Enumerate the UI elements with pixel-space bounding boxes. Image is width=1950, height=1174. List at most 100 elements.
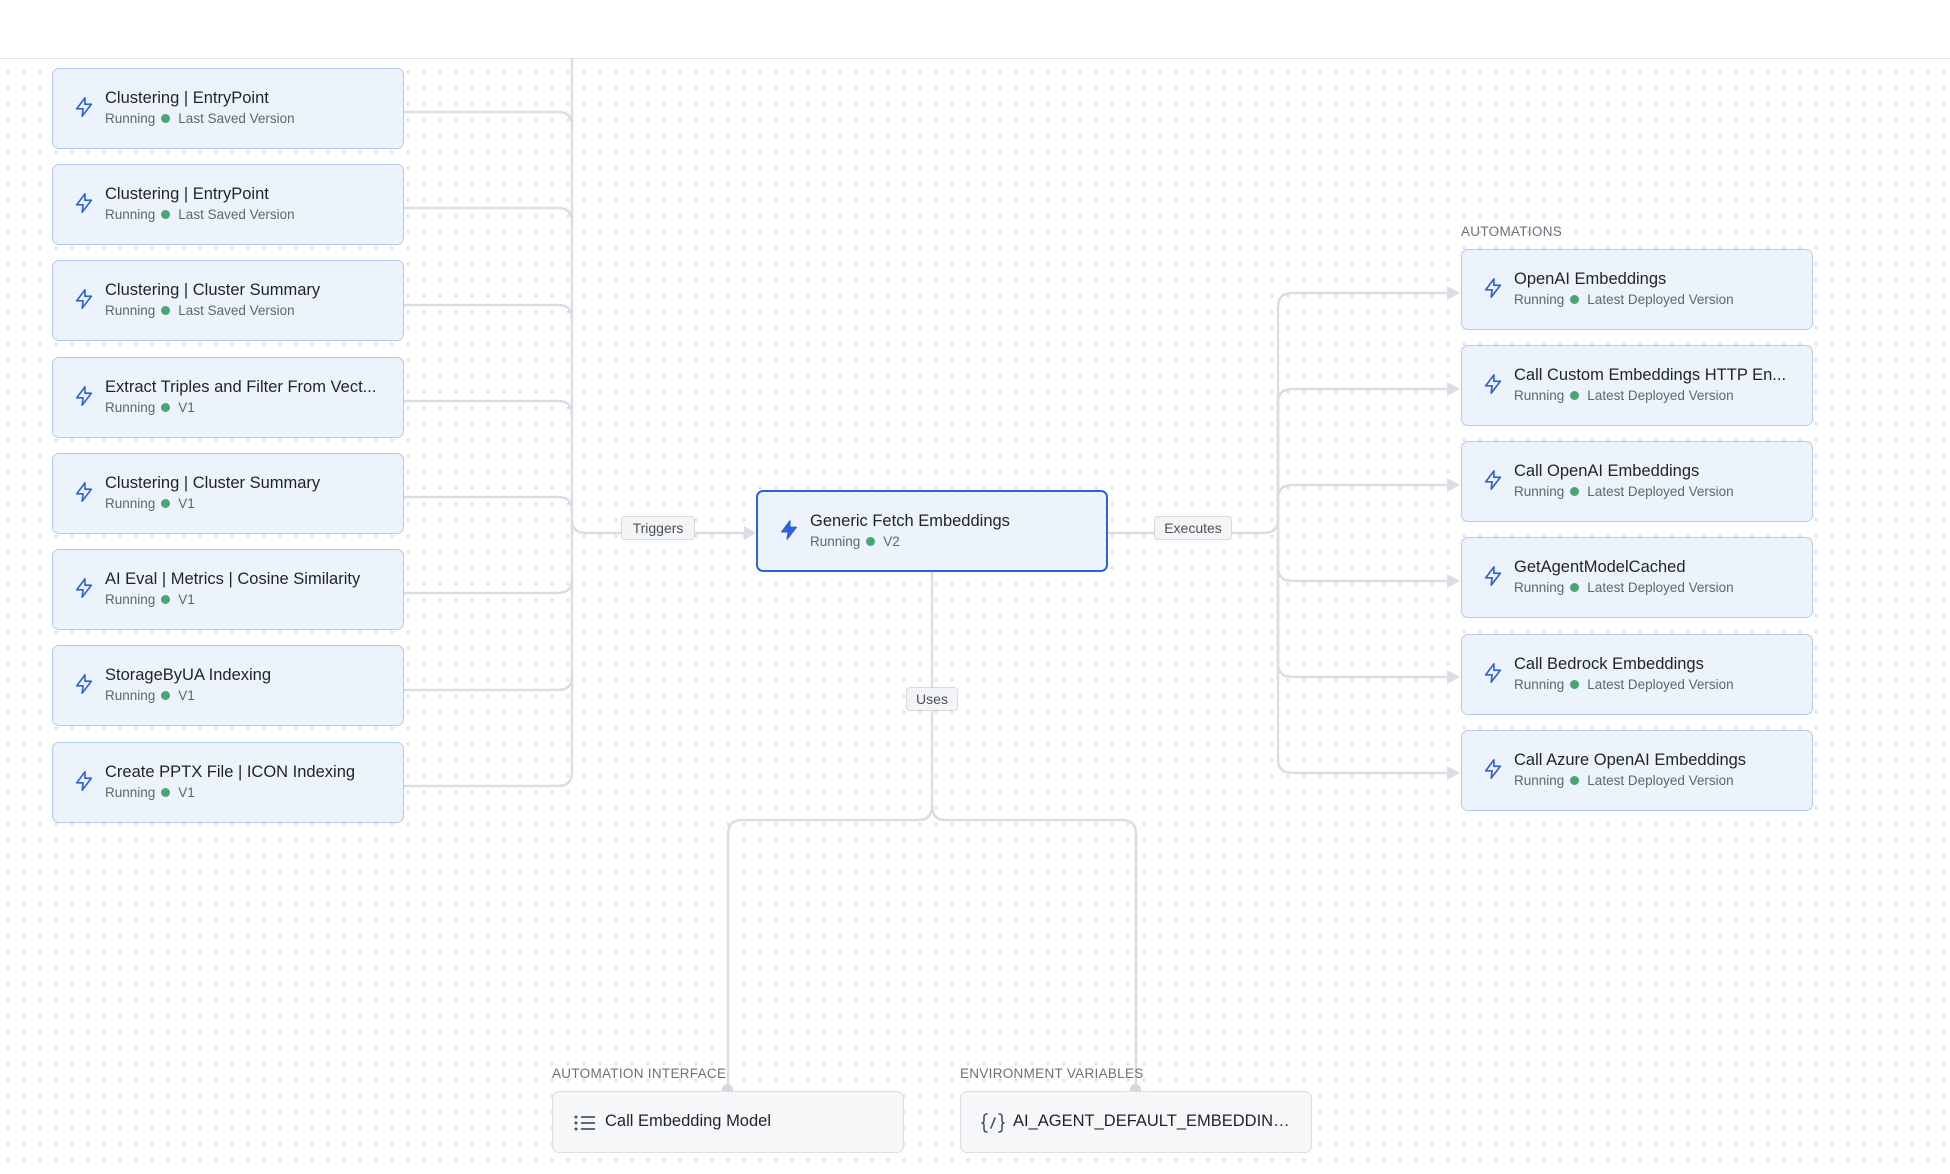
status-dot — [1570, 391, 1580, 400]
version-text: Latest Deployed Version — [1587, 292, 1734, 307]
node-title: AI Eval | Metrics | Cosine Similarity — [105, 570, 361, 588]
selected-automation-node[interactable]: Generic Fetch Embeddings Running V2 — [756, 490, 1108, 572]
status-dot — [866, 537, 876, 546]
version-text: Last Saved Version — [178, 303, 295, 318]
status-dot — [1570, 583, 1580, 592]
node-status: Running Latest Deployed Version — [1514, 292, 1794, 307]
status-dot — [1570, 487, 1580, 496]
status-text: Running — [105, 400, 156, 415]
status-text: Running — [1514, 580, 1565, 595]
status-text: Running — [105, 207, 156, 222]
node-status: Running V1 — [105, 592, 385, 607]
version-text: Latest Deployed Version — [1587, 677, 1734, 692]
status-text: Running — [1514, 773, 1565, 788]
lightning-icon — [1484, 566, 1502, 586]
lightning-icon — [75, 289, 93, 309]
node-title: Clustering | Cluster Summary — [105, 474, 321, 492]
lightning-icon — [75, 578, 93, 598]
automation-node[interactable]: Call OpenAI Embeddings Running Latest Dep… — [1461, 441, 1813, 522]
list-icon — [574, 1115, 595, 1131]
triggers-edge-label: Triggers — [621, 516, 695, 540]
node-status: Running Latest Deployed Version — [1514, 677, 1794, 692]
version-text: V1 — [178, 592, 195, 607]
trigger-node[interactable]: Extract Triples and Filter From Vect... … — [52, 357, 404, 438]
lightning-icon — [75, 482, 93, 502]
trigger-node[interactable]: Create PPTX File | ICON Indexing Running… — [52, 742, 404, 823]
node-status: Running V2 — [810, 534, 1088, 549]
version-text: Latest Deployed Version — [1587, 484, 1734, 499]
version-text: Last Saved Version — [178, 111, 295, 126]
automation-interface-heading: AUTOMATION INTERFACE — [552, 1066, 727, 1081]
automation-node[interactable]: Call Bedrock Embeddings Running Latest De… — [1461, 634, 1813, 715]
status-text: Running — [1514, 292, 1565, 307]
version-text: V1 — [178, 785, 195, 800]
environment-variables-heading: ENVIRONMENT VARIABLES — [960, 1066, 1144, 1081]
lightning-icon — [1484, 470, 1502, 490]
node-title: Call OpenAI Embeddings — [1514, 462, 1700, 480]
node-status: Running Latest Deployed Version — [1514, 773, 1794, 788]
variable-icon — [981, 1113, 1005, 1133]
node-status: Running Last Saved Version — [105, 111, 385, 126]
status-dot — [1570, 776, 1580, 785]
node-title: Call Bedrock Embeddings — [1514, 655, 1704, 673]
node-title: GetAgentModelCached — [1514, 558, 1686, 576]
status-text: Running — [105, 592, 156, 607]
lightning-icon — [75, 97, 93, 117]
automation-interface-node[interactable]: Call Embedding Model — [552, 1091, 904, 1153]
status-dot — [161, 210, 171, 219]
status-text: Running — [1514, 677, 1565, 692]
status-dot — [161, 595, 171, 604]
status-dot — [161, 306, 171, 315]
status-text: Running — [105, 496, 156, 511]
lightning-icon — [1484, 278, 1502, 298]
version-text: V2 — [883, 534, 900, 549]
environment-variable-node[interactable]: AI_AGENT_DEFAULT_EMBEDDING... — [960, 1091, 1312, 1153]
node-title: Generic Fetch Embeddings — [810, 512, 1010, 530]
status-text: Running — [1514, 388, 1565, 403]
node-title: StorageByUA Indexing — [105, 666, 272, 684]
status-text: Running — [1514, 484, 1565, 499]
node-status: Running Latest Deployed Version — [1514, 484, 1794, 499]
version-text: Latest Deployed Version — [1587, 773, 1734, 788]
trigger-node[interactable]: AI Eval | Metrics | Cosine Similarity Ru… — [52, 549, 404, 630]
status-dot — [1570, 680, 1580, 689]
status-dot — [1570, 295, 1580, 304]
status-dot — [161, 499, 171, 508]
node-title: Clustering | EntryPoint — [105, 89, 269, 107]
status-dot — [161, 788, 171, 797]
lightning-icon — [1484, 759, 1502, 779]
lightning-filled-icon — [781, 520, 797, 540]
lightning-icon — [75, 193, 93, 213]
node-title: Call Azure OpenAI Embeddings — [1514, 751, 1747, 769]
automations-heading: AUTOMATIONS — [1461, 224, 1563, 239]
lightning-icon — [75, 386, 93, 406]
executes-edge-label: Executes — [1154, 516, 1232, 540]
lightning-icon — [75, 771, 93, 791]
automation-node[interactable]: Call Custom Embeddings HTTP En... Runnin… — [1461, 345, 1813, 426]
automation-node[interactable]: Call Azure OpenAI Embeddings Running Late… — [1461, 730, 1813, 811]
node-title: Create PPTX File | ICON Indexing — [105, 763, 356, 781]
environment-variable-title: AI_AGENT_DEFAULT_EMBEDDING... — [1013, 1112, 1293, 1130]
lightning-icon — [1484, 374, 1502, 394]
node-title: Extract Triples and Filter From Vect... — [105, 378, 377, 396]
status-text: Running — [810, 534, 861, 549]
lightning-icon — [1484, 663, 1502, 683]
status-text: Running — [105, 111, 156, 126]
status-dot — [161, 691, 171, 700]
interface-title: Call Embedding Model — [605, 1112, 772, 1130]
trigger-node[interactable]: Clustering | EntryPoint Running Last Save… — [52, 68, 404, 149]
node-title: Clustering | EntryPoint — [105, 185, 269, 203]
